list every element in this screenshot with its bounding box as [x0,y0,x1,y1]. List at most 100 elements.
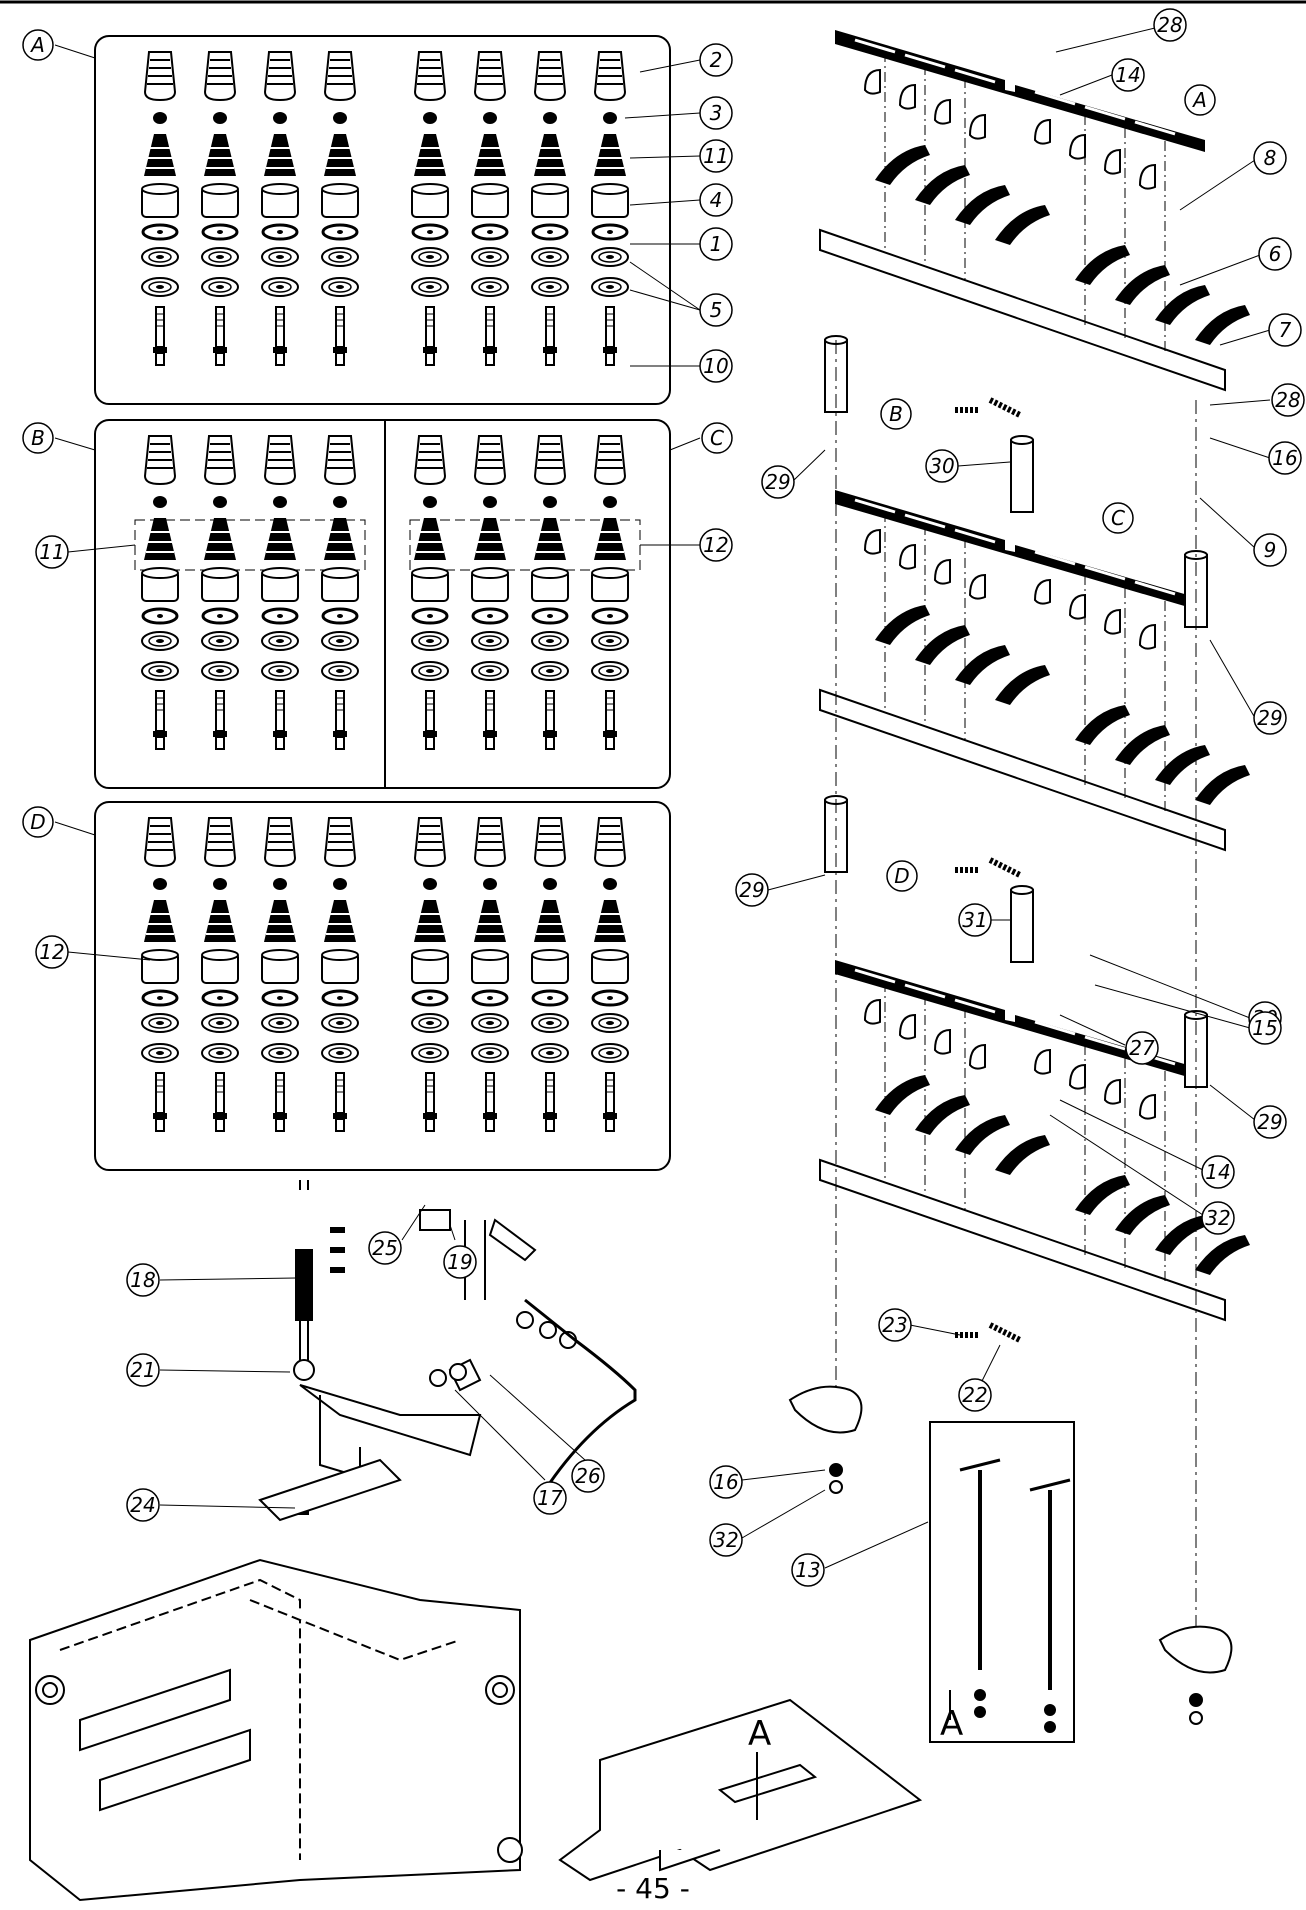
svg-text:4: 4 [710,188,723,212]
svg-text:30: 30 [929,454,954,478]
callout-10: 10 [630,349,733,383]
svg-text:B: B [31,426,45,450]
callout-9: 9 [1199,497,1287,567]
page-number: - 45 - [616,1872,690,1905]
svg-text:32: 32 [1205,1206,1230,1230]
tier-label-d: D [886,860,918,892]
svg-text:8: 8 [1264,146,1277,170]
callout-1: 1 [630,227,733,261]
svg-text:31: 31 [962,908,987,932]
group-box-a [94,35,671,405]
callout-25: 25 [368,1204,426,1265]
callout-29-right-top: 29 [1209,639,1287,735]
svg-text:12: 12 [703,533,728,557]
svg-text:13: 13 [795,1558,820,1582]
callout-29-left-mid: 29 [735,873,826,907]
callout-31: 31 [958,903,1010,937]
tier-label-b: B [880,398,912,430]
svg-text:11: 11 [703,144,728,168]
small-springs [955,397,1022,1343]
svg-text:12: 12 [39,940,64,964]
svg-text:29: 29 [765,470,790,494]
detail-box-13 [929,1421,1075,1743]
svg-text:5: 5 [710,298,723,322]
svg-text:17: 17 [537,1486,563,1510]
callout-14-mid: 14 [1059,1099,1235,1189]
callout-24: 24 [126,1488,296,1522]
group-box-bc [94,419,671,789]
view-mark-top: A [748,1714,771,1820]
callout-13: 13 [791,1521,929,1587]
svg-text:7: 7 [1279,318,1292,342]
svg-text:A: A [29,33,45,57]
callout-2: 2 [639,43,733,77]
svg-text:28: 28 [1275,388,1300,412]
callout-23: 23 [878,1308,961,1342]
callout-28-top: 28 [1055,8,1187,53]
svg-text:6: 6 [1269,242,1282,266]
svg-text:29: 29 [739,878,764,902]
svg-text:11: 11 [39,540,64,564]
svg-text:A: A [748,1714,771,1754]
svg-text:19: 19 [447,1250,472,1274]
callout-30: 30 [925,449,1011,483]
callout-21: 21 [126,1353,291,1387]
callout-16-top: 16 [1209,437,1302,475]
svg-text:9: 9 [1264,538,1277,562]
svg-text:D: D [30,810,45,834]
callout-19: 19 [443,1224,477,1279]
callout-16-bottom: 16 [709,1465,826,1499]
svg-text:16: 16 [713,1470,738,1494]
tier-label-a: A [1184,84,1216,116]
callout-29-right-mid: 29 [1209,1084,1287,1139]
machine-body [29,1458,523,1902]
svg-text:24: 24 [130,1493,155,1517]
svg-text:18: 18 [130,1268,155,1292]
group-label-b: B [22,422,96,454]
tier-label-c: C [1102,502,1134,534]
callout-12-c: 12 [640,528,733,562]
callout-4: 4 [629,183,733,217]
svg-text:2: 2 [710,48,723,72]
callout-28-mid: 28 [1209,383,1305,417]
svg-text:15: 15 [1252,1016,1277,1040]
svg-text:26: 26 [575,1464,600,1488]
svg-text:28: 28 [1157,13,1182,37]
callout-12-d: 12 [35,935,151,969]
callout-29-left-top: 29 [761,449,826,499]
svg-text:25: 25 [372,1236,397,1260]
guide-tiers [818,28,1252,1322]
svg-text:10: 10 [703,354,728,378]
group-box-d [94,801,671,1171]
group-label-c: C [669,422,733,454]
callout-3: 3 [624,96,733,130]
base-plate [558,1698,923,1882]
svg-text:C: C [1111,506,1125,530]
callout-27: 27 [1059,1014,1159,1065]
callout-11-a: 11 [629,139,733,173]
callout-32-bottom: 32 [709,1489,826,1557]
svg-text:D: D [894,864,909,888]
tension-stacks-a [140,50,630,367]
svg-text:B: B [889,402,903,426]
svg-text:14: 14 [1205,1160,1230,1184]
callout-14-top: 14 [1059,58,1145,96]
svg-text:21: 21 [130,1358,155,1382]
svg-text:A: A [1191,88,1207,112]
svg-text:32: 32 [713,1528,738,1552]
callout-11-b: 11 [35,535,136,569]
callout-32-mid: 32 [1049,1114,1235,1235]
callout-7: 7 [1219,313,1302,347]
svg-text:C: C [710,426,724,450]
rotating-arms [788,1385,1233,1725]
svg-text:A: A [940,1704,963,1744]
callout-15: 15 [1094,984,1282,1045]
svg-text:29: 29 [1257,1110,1282,1134]
view-mark-detail: A [940,1690,963,1744]
svg-text:3: 3 [710,101,723,125]
callout-22: 22 [958,1344,1001,1412]
callouts: A B C D A B C [22,8,1305,1587]
svg-text:14: 14 [1115,63,1140,87]
svg-text:27: 27 [1129,1036,1155,1060]
